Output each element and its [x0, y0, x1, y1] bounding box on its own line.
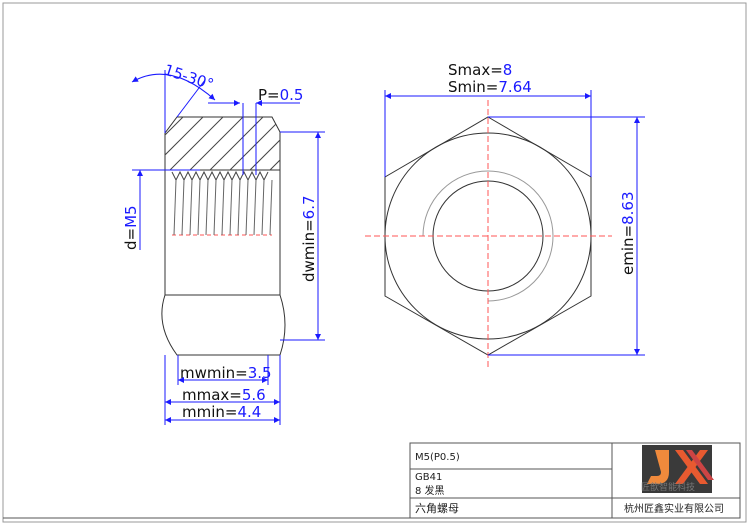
logo-text: 匠歆智能科技	[641, 481, 695, 493]
title-block	[3, 442, 741, 519]
spec-text: M5(P0.5)	[415, 452, 460, 463]
mmax-label: mmax=5.6	[182, 386, 266, 404]
grade-text: 8 发黑	[415, 484, 445, 497]
part-name: 六角螺母	[415, 502, 459, 515]
dwmin-label: dwmin=6.7	[300, 195, 318, 282]
thread-label: d=M5	[122, 205, 140, 250]
pitch-label: P=0.5	[258, 86, 303, 104]
company-logo	[642, 445, 714, 493]
angle-label: 15-30°	[162, 61, 216, 94]
company-name: 杭州匠鑫实业有限公司	[624, 502, 724, 515]
standard-text: GB41	[415, 472, 442, 483]
sheet-border	[2, 2, 747, 523]
top-dimensions	[384, 90, 645, 356]
mmin-label: mmin=4.4	[182, 403, 261, 421]
smin-label: Smin=7.64	[448, 78, 532, 96]
emin-label: emin=8.63	[619, 192, 637, 276]
side-view	[161, 116, 286, 356]
side-dimensions	[131, 70, 325, 425]
top-view	[365, 100, 612, 370]
smax-label: Smax=8	[448, 61, 512, 79]
mwmin-label: mwmin=3.5	[180, 364, 272, 382]
